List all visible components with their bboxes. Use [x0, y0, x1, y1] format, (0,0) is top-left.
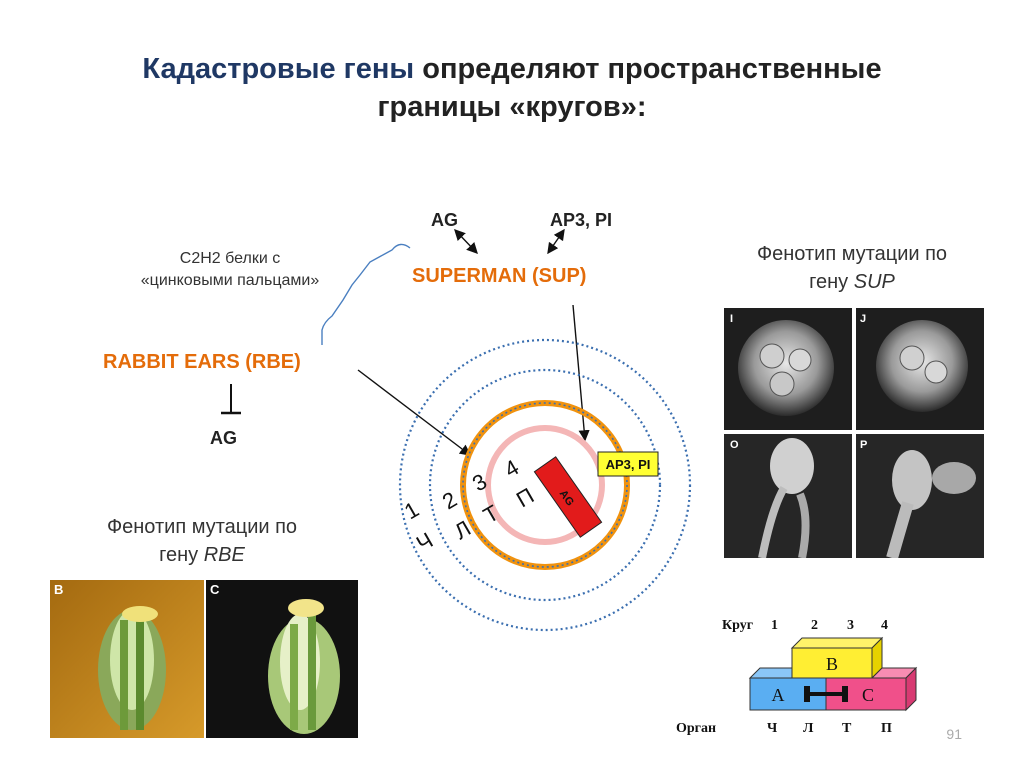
whorl-ring-outer: [398, 338, 692, 632]
title-accent: Кадастровые гены: [142, 53, 415, 85]
abc-circle-1: 1: [771, 618, 778, 633]
abc-organ-ch: Ч: [767, 721, 778, 736]
caption-sup: Фенотип мутации по гену SUP: [712, 240, 992, 296]
rbe-photo-letter-c: C: [210, 582, 220, 597]
abc-c-label: C: [862, 685, 874, 705]
whorl-num-4: 4: [500, 455, 523, 483]
abc-row-label: Круг: [722, 618, 754, 633]
sup-photo-letter-i: I: [730, 313, 733, 325]
caption-rbe: Фенотип мутации по гену RBE: [62, 513, 342, 569]
arrow-ap3-sup: [547, 228, 565, 255]
title-line2: границы «кругов»:: [377, 91, 647, 123]
sup-photo-letter-o: O: [730, 439, 739, 451]
caption-rbe-prefix: гену: [159, 544, 204, 566]
abc-a-label: A: [772, 685, 785, 705]
caption-sup-prefix: гену: [809, 271, 854, 293]
whorl-ring-pink: [485, 425, 605, 545]
arrow-rbe-ring: [357, 369, 472, 456]
arrow-ag-sup: [454, 228, 478, 255]
ap3-pi-box: [597, 451, 659, 477]
sup-photo-letter-j: J: [860, 313, 866, 325]
whorl-num-2: 2: [438, 487, 461, 515]
superman-label: SUPERMAN (SUP): [412, 265, 587, 287]
abc-organ-l: Л: [803, 721, 814, 736]
abc-model-svg: B A C: [748, 636, 918, 712]
abc-organ-t: Т: [842, 721, 852, 736]
caption-sup-gene: SUP: [853, 271, 895, 293]
abc-organ-label: Орган: [676, 721, 717, 736]
abc-organ-p: П: [881, 721, 892, 736]
sup-photo-letter-p: P: [860, 439, 867, 451]
whorl-ring-3-dots: [462, 402, 628, 568]
ag-repressed-label: AG: [210, 428, 237, 448]
rabbit-ears-label: RABBIT EARS (RBE): [103, 351, 301, 373]
slide-title: Кадастровые гены определяют пространстве…: [0, 50, 1024, 126]
sup-photo-grid: I J O P: [722, 308, 984, 558]
whorl-ring-2: [428, 368, 662, 602]
abc-b-label: B: [826, 654, 838, 674]
ap3-pi-top-label: AP3, PI: [550, 210, 613, 230]
c2h2-note: C2H2 белки с «цинковыми пальцами»: [110, 248, 350, 292]
ag-top-label: AG: [431, 210, 458, 230]
ap3-pi-box-text: AP3, PI: [606, 457, 651, 472]
abc-b-box: [791, 647, 873, 679]
caption-sup-line1: Фенотип мутации по: [756, 243, 948, 265]
caption-rbe-line1: Фенотип мутации по: [106, 516, 298, 538]
abc-circle-2: 2: [811, 618, 818, 633]
arrow-sup-ring: [572, 304, 590, 442]
c2h2-line2: «цинковыми пальцами»: [140, 272, 320, 289]
caption-rbe-gene: RBE: [203, 544, 245, 566]
abc-circle-4: 4: [881, 618, 888, 633]
c2h2-line1: C2H2 белки с: [179, 250, 281, 267]
rbe-photo-letter-b: B: [54, 582, 63, 597]
bracket: [321, 243, 411, 345]
abc-circle-3: 3: [847, 618, 854, 633]
ag-box: [533, 456, 603, 538]
whorl-organ-p: П: [512, 483, 538, 513]
title-rest: определяют пространственные: [422, 53, 882, 85]
page-number: 91: [946, 726, 962, 742]
rbe-photo-pair: B C: [50, 580, 358, 738]
